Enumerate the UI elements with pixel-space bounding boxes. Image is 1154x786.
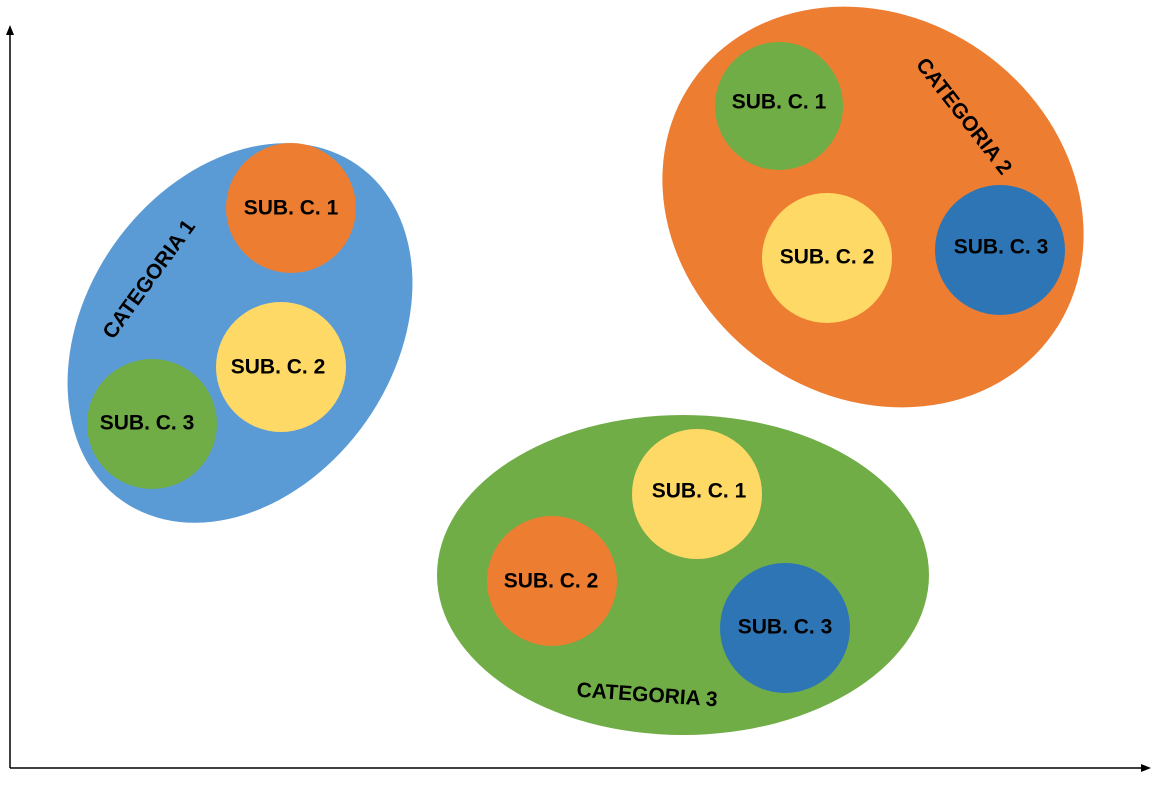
category-1-group: CATEGORIA 1 SUB. C. 1 SUB. C. 2 SUB. C. … xyxy=(67,143,413,523)
subcategory-label: SUB. C. 3 xyxy=(100,412,195,435)
category-2-subcategory-3: SUB. C. 3 xyxy=(935,185,1065,315)
subcategory-label: SUB. C. 3 xyxy=(738,616,833,639)
category-3-subcategory-1: SUB. C. 1 xyxy=(632,429,762,559)
subcategory-label: SUB. C. 1 xyxy=(732,91,827,114)
subcategory-circle xyxy=(632,429,762,559)
category-1-subcategory-2: SUB. C. 2 xyxy=(216,302,346,432)
subcategory-label: SUB. C. 2 xyxy=(504,570,599,593)
category-3-group: CATEGORIA 3 SUB. C. 1 SUB. C. 2 SUB. C. … xyxy=(437,415,929,735)
subcategory-circle xyxy=(226,143,356,273)
subcategory-label: SUB. C. 1 xyxy=(652,480,747,503)
category-1-subcategory-1: SUB. C. 1 xyxy=(226,143,356,273)
category-1-subcategory-3: SUB. C. 3 xyxy=(87,359,217,489)
subcategory-circle xyxy=(715,42,843,170)
subcategory-label: SUB. C. 2 xyxy=(231,356,326,379)
category-2-group: CATEGORIA 2 SUB. C. 1 SUB. C. 2 SUB. C. … xyxy=(662,6,1084,408)
subcategory-circle xyxy=(87,359,217,489)
category-3-subcategory-3: SUB. C. 3 xyxy=(720,563,850,693)
subcategory-circle xyxy=(216,302,346,432)
subcategory-circle xyxy=(935,185,1065,315)
category-2-subcategory-1: SUB. C. 1 xyxy=(715,42,843,170)
category-3-subcategory-2: SUB. C. 2 xyxy=(487,516,617,646)
subcategory-label: SUB. C. 1 xyxy=(244,197,339,220)
subcategory-label: SUB. C. 2 xyxy=(780,246,875,269)
subcategory-circle xyxy=(487,516,617,646)
category-2-subcategory-2: SUB. C. 2 xyxy=(762,193,892,323)
subcategory-circle xyxy=(762,193,892,323)
subcategory-circle xyxy=(720,563,850,693)
subcategory-label: SUB. C. 3 xyxy=(954,236,1049,259)
